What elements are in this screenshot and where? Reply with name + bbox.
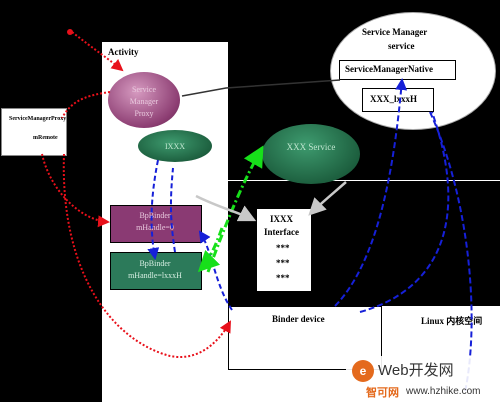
red-line-bottom: [62, 153, 231, 359]
xxx-service-ellipse: [262, 124, 360, 184]
xxx-service-label: XXX Service: [286, 142, 336, 152]
sm-native-label: ServiceManagerNative: [345, 64, 433, 74]
red-line-top: [71, 31, 124, 72]
watermark-brand2: 智可网: [366, 387, 399, 399]
sm-proxy-side-line1: ServiceManagerProxy: [9, 116, 67, 122]
service-manager-title1: Service Manager: [362, 27, 428, 37]
bpbinder-x-line2: mHandle=lxxxH: [128, 271, 182, 280]
red-line-side-loop: [41, 153, 110, 228]
ixxx-interface-dots3: ***: [276, 273, 290, 283]
sm-proxy-line1: Service: [132, 85, 156, 94]
service-manager-title2: service: [388, 41, 415, 51]
black-line-proxy-native: [181, 79, 341, 97]
sm-proxy-side-box: [1, 108, 67, 156]
ixxx-interface-box: [256, 208, 312, 292]
blue-line-binder-to-impl: [359, 111, 450, 313]
sm-impl-label: XXX_lxxxH: [370, 94, 417, 104]
gray-arrow-bp-to-iface: [195, 194, 257, 222]
watermark-url: www.hzhike.com: [406, 386, 481, 397]
red-line-proxy-to-side: [61, 91, 111, 119]
cpp-space-label: C++空间: [180, 188, 215, 198]
ixxx-label: IXXX: [165, 142, 185, 151]
ixxx-interface-dots1: ***: [276, 243, 290, 253]
blue-line-ixxx-down: [147, 159, 160, 260]
green-line-down: [197, 227, 224, 273]
ixxx-interface-line1: IXXX: [270, 214, 294, 224]
activity-label: Activity: [108, 47, 139, 57]
watermark-brand1: Web开发网: [378, 362, 454, 379]
bpbinder-0-line2: mHandle=0: [136, 223, 174, 232]
sm-proxy-ellipse: [108, 72, 180, 128]
blue-line-bpbinder-up: [169, 167, 176, 253]
blue-line-binder-to-native: [334, 78, 408, 307]
ixxx-interface-line2: Interface: [264, 227, 299, 237]
binder-device-label: Binder device: [272, 314, 325, 324]
bpbinder-0-box: [110, 205, 202, 243]
red-start-dot: [67, 29, 73, 35]
sm-proxy-side-line2: mRemote: [33, 135, 58, 141]
bpbinder-x-line1: BpBinder: [139, 259, 171, 268]
ixxx-ellipse: [138, 130, 212, 162]
blue-line-to-bpbinder0: [198, 230, 233, 311]
watermark-logo-icon: e: [352, 360, 374, 382]
bpbinder-0-line1: BpBinder: [139, 211, 171, 220]
gray-arrow-svc-to-iface: [308, 181, 347, 216]
linux-kernel-label: Linux 内核空间: [421, 316, 483, 326]
green-line-up: [206, 145, 264, 273]
sm-proxy-line2: Manager: [129, 97, 159, 106]
ixxx-interface-dots2: ***: [276, 258, 290, 268]
sm-proxy-line3: Proxy: [134, 109, 154, 118]
